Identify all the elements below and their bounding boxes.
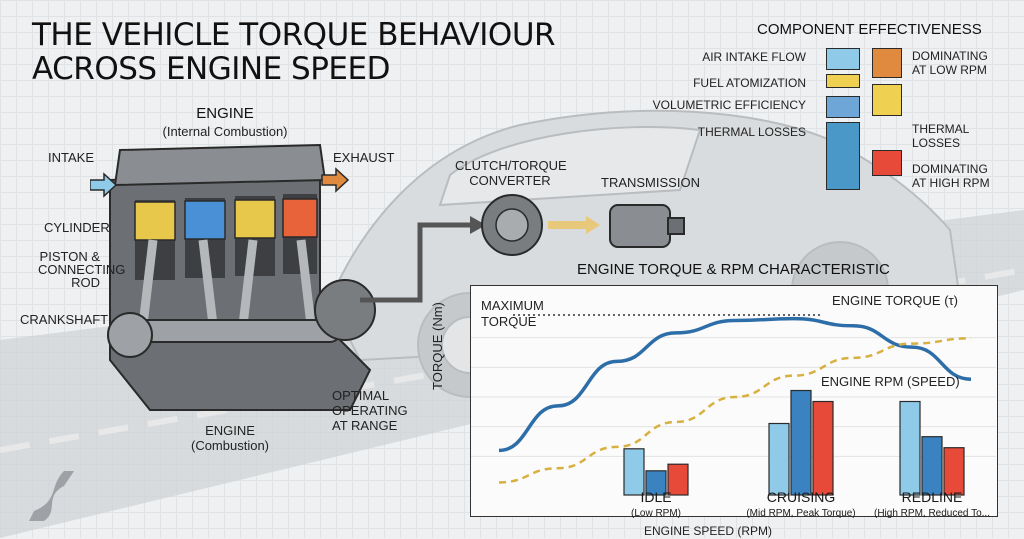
engine-bottom-label: ENGINE (Combustion): [175, 423, 285, 453]
component-right-label-line-1: DOMINATING: [912, 49, 988, 63]
optimal-label-line-3: AT RANGE: [332, 418, 398, 433]
component-right-label-line-1: DOMINATING: [912, 162, 988, 176]
bar-group-sublabel: (Low RPM): [630, 508, 681, 519]
clutch-label-line-1: CLUTCH/TORQUE: [455, 158, 567, 173]
engine-bottom-label-line-1: ENGINE: [205, 423, 255, 438]
cylinder-piston: [234, 199, 276, 239]
optimal-label-line-2: OPERATING: [332, 403, 408, 418]
bar-group-label: REDLINE: [901, 489, 963, 505]
crankshaft-shape: [107, 279, 376, 358]
clutch-label-line-2: CONVERTER: [469, 173, 551, 188]
engine-subheading: (Internal Combustion): [162, 124, 288, 139]
crankshaft-label: CRANKSHAFT: [20, 312, 109, 327]
max-torque-label: MAXIMUM TORQUE: [481, 298, 544, 330]
component-left-label: VOLUMETRIC EFFICIENCY: [652, 98, 806, 112]
engine-bottom-label-line-2: (Combustion): [190, 438, 270, 453]
logo-icon: [29, 471, 74, 521]
chart-bar: [943, 447, 965, 496]
engine-illustration: [90, 143, 376, 411]
bar-group-label: CRUISING: [766, 489, 836, 505]
cylinder-piston: [184, 200, 226, 240]
x-axis-label: ENGINE SPEED (RPM): [643, 524, 772, 538]
exhaust-arrow: [321, 167, 350, 193]
clutch-label: CLUTCH/TORQUE CONVERTER: [455, 158, 567, 188]
max-torque-line-1: MAXIMUM: [481, 298, 544, 313]
component-left-swatch: [826, 96, 860, 118]
title-line-2: ACROSS ENGINE SPEED: [32, 51, 390, 87]
optimal-label-line-1: OPTIMAL: [332, 388, 390, 403]
connecting-rod: [198, 239, 218, 326]
page-title: THE VEHICLE TORQUE BEHAVIOUR ACROSS ENGI…: [32, 17, 556, 87]
cylinder-piston: [134, 201, 176, 241]
title-line-1: THE VEHICLE TORQUE BEHAVIOUR: [32, 17, 556, 53]
component-right-swatch: [872, 84, 902, 116]
bar-group-sublabel: (Mid RPM, Peak Torque): [746, 508, 856, 519]
connecting-rod: [138, 239, 158, 326]
rpm-line: [498, 337, 972, 484]
chart-bar: [645, 470, 667, 496]
chart-bar: [667, 463, 689, 496]
engine-heading: ENGINE: [196, 105, 254, 122]
component-right-swatch: [872, 48, 902, 78]
chart-bar: [921, 436, 943, 496]
cylinder-piston: [282, 198, 318, 238]
component-left-swatch: [826, 48, 860, 70]
component-left-label: THERMAL LOSSES: [697, 125, 806, 139]
component-right-label-line-2: AT LOW RPM: [912, 63, 987, 77]
exhaust-label: EXHAUST: [333, 150, 395, 165]
max-torque-line-2: TORQUE: [481, 314, 537, 329]
piston-label-line-2: CONNECTING: [38, 262, 126, 277]
drivetrain-illustration: [360, 194, 685, 303]
intake-arrow: [90, 172, 118, 198]
transmission-icon: [609, 204, 685, 248]
chart-plot: [471, 314, 996, 496]
torque-line: [498, 316, 972, 453]
y-axis-label: TORQUE (Nm): [430, 302, 445, 390]
legend-torque: ENGINE TORQUE (τ): [832, 293, 959, 308]
component-right-label-line-1: THERMAL: [912, 122, 970, 136]
bar-group-label: IDLE: [640, 489, 672, 505]
component-right-label-line-2: LOSSES: [912, 136, 961, 150]
piston-label-line-1: PISTON &: [39, 249, 100, 264]
piston-label-line-3: ROD: [71, 275, 100, 290]
component-left-swatch: [826, 74, 860, 88]
bar-group-sublabel: (High RPM, Reduced To...: [874, 508, 990, 519]
transmission-label: TRANSMISSION: [601, 175, 700, 190]
connecting-rod: [238, 239, 258, 326]
chart-panel: [470, 285, 998, 517]
component-left-label: FUEL ATOMIZATION: [693, 76, 806, 90]
chart-bar: [790, 389, 812, 496]
piston-label: PISTON & CONNECTING ROD: [38, 249, 126, 290]
component-effectiveness-heading: COMPONENT EFFECTIVENESS: [757, 21, 982, 38]
chart-bar: [812, 400, 834, 496]
component-left-label: AIR INTAKE FLOW: [702, 50, 806, 64]
chart-title: ENGINE TORQUE & RPM CHARACTERISTIC: [577, 261, 890, 278]
component-right-label-line-2: AT HIGH RPM: [912, 176, 990, 190]
component-left-swatch: [826, 122, 860, 190]
connecting-rod: [296, 239, 316, 326]
component-right-swatch: [872, 150, 902, 176]
intake-label: INTAKE: [48, 150, 94, 165]
cylinder-label: CYLINDER: [44, 220, 110, 235]
legend-rpm: ENGINE RPM (SPEED): [821, 374, 960, 389]
optimal-label: OPTIMAL OPERATING AT RANGE: [332, 388, 408, 433]
chart-bar: [899, 400, 921, 496]
chart-bar: [768, 422, 790, 496]
chart-bar: [623, 448, 645, 496]
